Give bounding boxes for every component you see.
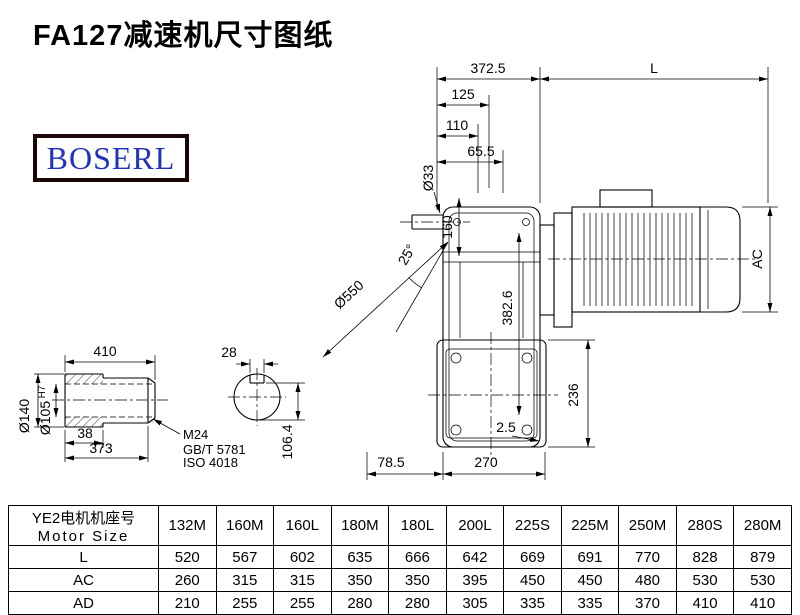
col-header-180m: 180M <box>330 505 390 546</box>
col-header-160l: 160L <box>273 505 332 546</box>
cell: 410 <box>675 591 735 615</box>
table-row-AD: AD 210 255 255 280 280 305 335 335 370 4… <box>8 591 792 615</box>
cell: 530 <box>733 568 792 592</box>
cell: 770 <box>618 545 677 569</box>
cell: 280 <box>388 591 447 615</box>
cell: 210 <box>158 591 217 615</box>
dim-bore: Ø105 <box>37 401 53 435</box>
cell: 691 <box>560 545 620 569</box>
cell: 635 <box>330 545 390 569</box>
cell: 520 <box>158 545 217 569</box>
motor-size-table: YE2电机机座号 Motor Size 132M 160M 160L 180M … <box>8 505 792 615</box>
dim-L: L <box>650 60 658 76</box>
cell: 450 <box>503 568 562 592</box>
dim-38: 38 <box>77 425 93 441</box>
table-header-row: YE2电机机座号 Motor Size 132M 160M 160L 180M … <box>8 505 792 546</box>
cell: 450 <box>560 568 620 592</box>
cell: 315 <box>273 568 332 592</box>
dim-shaft-dia: Ø33 <box>420 165 436 192</box>
cell: 335 <box>560 591 620 615</box>
cell: 280 <box>330 591 390 615</box>
cell: 567 <box>215 545 275 569</box>
dim-372-5: 372.5 <box>470 60 505 76</box>
dim-angle-25: 25° <box>394 241 418 267</box>
row-label-L: L <box>8 545 159 569</box>
dim-bore-tolerance: H7 <box>37 385 48 398</box>
cell: 395 <box>445 568 505 592</box>
callout-thread: M24 <box>183 427 208 442</box>
motor-outline <box>539 189 756 328</box>
dim-flange-dia: Ø550 <box>331 277 367 312</box>
cell: 410 <box>733 591 792 615</box>
cell: 530 <box>675 568 735 592</box>
header-cn: YE2电机机座号 <box>31 509 136 527</box>
cell: 255 <box>215 591 275 615</box>
dim-106-4: 106.4 <box>279 424 295 459</box>
bottom-dimensions: 78.5 270 <box>366 452 546 480</box>
cell: 370 <box>618 591 677 615</box>
logo-text: BOSERL <box>46 139 176 176</box>
col-header-280m: 280M <box>733 505 792 546</box>
cell: 480 <box>618 568 677 592</box>
cell: 335 <box>503 591 562 615</box>
dim-2-5: 2.5 <box>496 419 516 435</box>
top-dimensions: 372.5 L 125 110 65.5 Ø33 160 <box>420 60 769 256</box>
gearbox-outline <box>400 206 558 458</box>
callout-std-gb: GB/T 5781 <box>183 442 246 457</box>
cell: 305 <box>445 591 505 615</box>
cell: 350 <box>330 568 390 592</box>
col-header-200l: 200L <box>445 505 505 546</box>
dim-110: 110 <box>446 117 469 133</box>
col-header-160m: 160M <box>215 505 275 546</box>
cell: 255 <box>273 591 332 615</box>
header-motor-size-cell: YE2电机机座号 Motor Size <box>8 505 159 546</box>
dim-78-5: 78.5 <box>377 454 404 470</box>
dim-125: 125 <box>451 86 475 102</box>
shaft-detail-view: 410 Ø140 Ø105 H7 38 373 M24 GB/T 5781 IS… <box>16 343 246 470</box>
col-header-250m: 250M <box>618 505 677 546</box>
col-header-225m: 225M <box>560 505 620 546</box>
dim-140: Ø140 <box>16 399 32 433</box>
dim-AC: AC <box>749 249 765 268</box>
dim-373: 373 <box>89 440 113 456</box>
cell: 828 <box>675 545 735 569</box>
cell: 642 <box>445 545 505 569</box>
col-header-132m: 132M <box>158 505 217 546</box>
callout-std-iso: ISO 4018 <box>183 455 238 470</box>
dim-160: 160 <box>439 215 455 239</box>
cell: 315 <box>215 568 275 592</box>
col-header-225s: 225S <box>503 505 562 546</box>
flange-angle-dimensions: Ø550 25° <box>322 241 449 358</box>
cell: 350 <box>388 568 447 592</box>
table-row-AC: AC 260 315 315 350 350 395 450 450 480 5… <box>8 568 792 592</box>
row-label-AD: AD <box>8 591 159 615</box>
shaft-section-view: 28 106.4 <box>221 344 305 460</box>
dim-410: 410 <box>93 343 117 359</box>
table-row-L: L 520 567 602 635 666 642 669 691 770 82… <box>8 545 792 569</box>
col-header-280s: 280S <box>675 505 735 546</box>
cell: 666 <box>388 545 447 569</box>
page-title: FA127减速机尺寸图纸 <box>33 20 334 52</box>
col-header-180l: 180L <box>388 505 447 546</box>
boserl-logo: BOSERL <box>33 134 189 182</box>
vertical-dimensions: 382.6 AC 236 2.5 <box>496 206 778 448</box>
dim-65-5: 65.5 <box>467 143 494 159</box>
header-en: Motor Size <box>37 527 130 545</box>
cell: 602 <box>273 545 332 569</box>
dim-382-6: 382.6 <box>499 290 515 325</box>
dimension-drawing: 372.5 L 125 110 65.5 Ø33 160 Ø550 25° 38… <box>16 60 778 480</box>
cell: 260 <box>158 568 217 592</box>
cell: 879 <box>733 545 792 569</box>
dim-28: 28 <box>221 344 237 360</box>
row-label-AC: AC <box>8 568 159 592</box>
dim-236: 236 <box>565 383 581 407</box>
dim-270: 270 <box>474 454 498 470</box>
cell: 669 <box>503 545 562 569</box>
